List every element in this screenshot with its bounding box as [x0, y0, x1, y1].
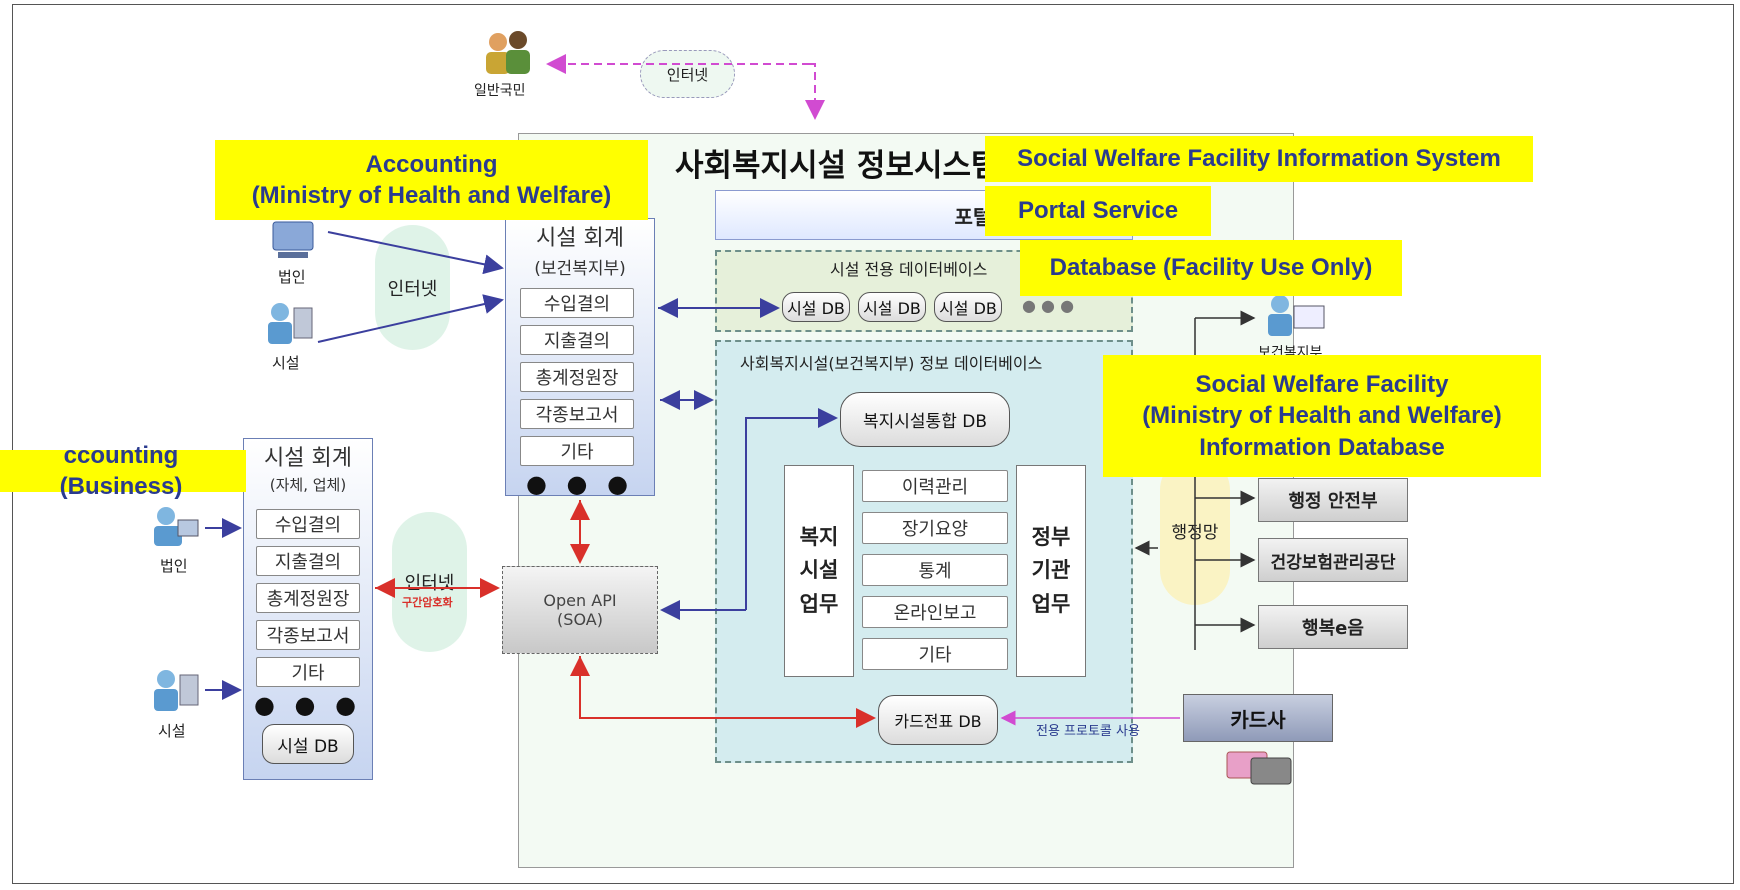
protocol-label: 전용 프로토콜 사용 — [1036, 724, 1140, 739]
agency-box: 건강보험관리공단 — [1258, 538, 1408, 582]
welfare-db-title: 사회복지시설(보건복지부) 정보 데이터베이스 — [740, 354, 1043, 373]
system-title: 사회복지시설 정보시스템 — [675, 148, 1000, 184]
accounting-business-more: ● ● ● — [253, 691, 363, 719]
facility-user-label-bottom: 시설 — [158, 722, 186, 740]
annotation-welfare-db: Social Welfare Facility (Ministry of Hea… — [1103, 355, 1541, 477]
internet-cloud-middle: 인터넷 — [392, 512, 467, 652]
people-icon — [478, 28, 538, 78]
diagram-frame — [12, 4, 1734, 884]
facility-db-more: ● ● ● — [1022, 296, 1075, 315]
card-company-box: 카드사 — [1183, 694, 1333, 742]
facility-db-2: 시설 DB — [858, 292, 926, 322]
accounting-business-subtitle: (자체, 업체) — [269, 476, 347, 494]
accounting-business-title: 시설 회계 — [264, 446, 352, 471]
annotation-facility-db: Database (Facility Use Only) — [1020, 240, 1402, 296]
accounting-item: 총계정원장 — [256, 583, 360, 613]
accounting-item: 각종보고서 — [520, 399, 634, 429]
accounting-item: 각종보고서 — [256, 620, 360, 650]
agency-box: 행복e음 — [1258, 605, 1408, 649]
accounting-item: 기타 — [520, 436, 634, 466]
accounting-item: 기타 — [256, 657, 360, 687]
encryption-label: 구간암호화 — [402, 596, 453, 609]
accounting-item: 지출결의 — [256, 546, 360, 576]
accounting-mohw-more: ● ● ● — [525, 470, 635, 498]
business-facility-db: 시설 DB — [262, 724, 354, 764]
credit-card-icon — [1225, 746, 1295, 786]
government-agency-work-box: 정부 기관 업무 — [1016, 465, 1086, 677]
magenta-internet-arrows — [546, 54, 825, 120]
task-item: 통계 — [862, 554, 1008, 586]
accounting-mohw-subtitle: (보건복지부) — [534, 259, 626, 279]
annotation-accounting-business: ccounting (Business) — [0, 442, 246, 500]
corp-user-label-top: 법인 — [278, 268, 306, 286]
facility-db-title: 시설 전용 데이터베이스 — [830, 260, 988, 279]
accounting-item: 수입결의 — [256, 509, 360, 539]
annotation-system: Social Welfare Facility Information Syst… — [985, 136, 1533, 182]
card-slip-db: 카드전표 DB — [878, 695, 998, 745]
open-api-line1: Open API — [543, 591, 617, 610]
internet-cloud-left: 인터넷 — [375, 225, 450, 350]
accounting-item: 지출결의 — [520, 325, 634, 355]
accounting-item: 총계정원장 — [520, 362, 634, 392]
integrated-db: 복지시설통합 DB — [840, 392, 1010, 447]
computer-user-icon — [148, 502, 203, 552]
task-item: 온라인보고 — [862, 596, 1008, 628]
welfare-facility-work-box: 복지 시설 업무 — [784, 465, 854, 677]
open-api-line2: (SOA) — [557, 610, 603, 629]
facility-user-label-top: 시설 — [272, 354, 300, 372]
facility-user-icon — [262, 298, 317, 348]
accounting-item: 수입결의 — [520, 288, 634, 318]
annotation-portal: Portal Service — [985, 186, 1211, 236]
blue-flow-arrows — [205, 231, 838, 700]
facility-db-1: 시설 DB — [782, 292, 850, 322]
red-flow-arrows — [375, 500, 876, 728]
task-item: 기타 — [862, 638, 1008, 670]
accounting-mohw-title: 시설 회계 — [536, 226, 624, 251]
facility-user-icon — [148, 665, 203, 715]
task-item: 이력관리 — [862, 470, 1008, 502]
open-api-box[interactable]: Open API (SOA) — [502, 566, 658, 654]
annotation-accounting-mohw: Accounting (Ministry of Health and Welfa… — [215, 140, 648, 220]
public-user-label: 일반국민 — [474, 83, 526, 99]
agency-box: 행정 안전부 — [1258, 478, 1408, 522]
corp-user-label-bottom: 법인 — [160, 557, 188, 575]
internet-cloud-top: 인터넷 — [640, 50, 735, 98]
laptop-user-icon — [1260, 290, 1330, 340]
task-item: 장기요양 — [862, 512, 1008, 544]
computer-user-icon — [268, 218, 323, 263]
facility-db-3: 시설 DB — [934, 292, 1002, 322]
